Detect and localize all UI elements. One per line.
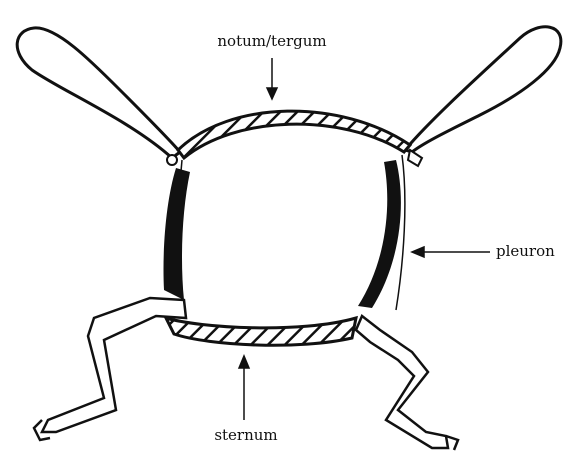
right-wing (405, 27, 561, 152)
sternum-plate (166, 318, 356, 345)
right-leg (356, 316, 448, 448)
right-wing-hinge (408, 150, 422, 166)
pleuron-label: pleuron (496, 242, 555, 260)
left-wing-hinge (167, 155, 177, 165)
left-pleuron (164, 168, 191, 300)
notum-arrow (267, 58, 277, 99)
notum-label: notum/tergum (217, 32, 326, 50)
sternum-label: sternum (214, 426, 277, 444)
notum-plate (178, 111, 410, 158)
sternum-arrow (239, 356, 249, 420)
pleuron-arrow (412, 247, 490, 257)
right-pleuron (358, 160, 401, 308)
left-wing (17, 28, 180, 158)
